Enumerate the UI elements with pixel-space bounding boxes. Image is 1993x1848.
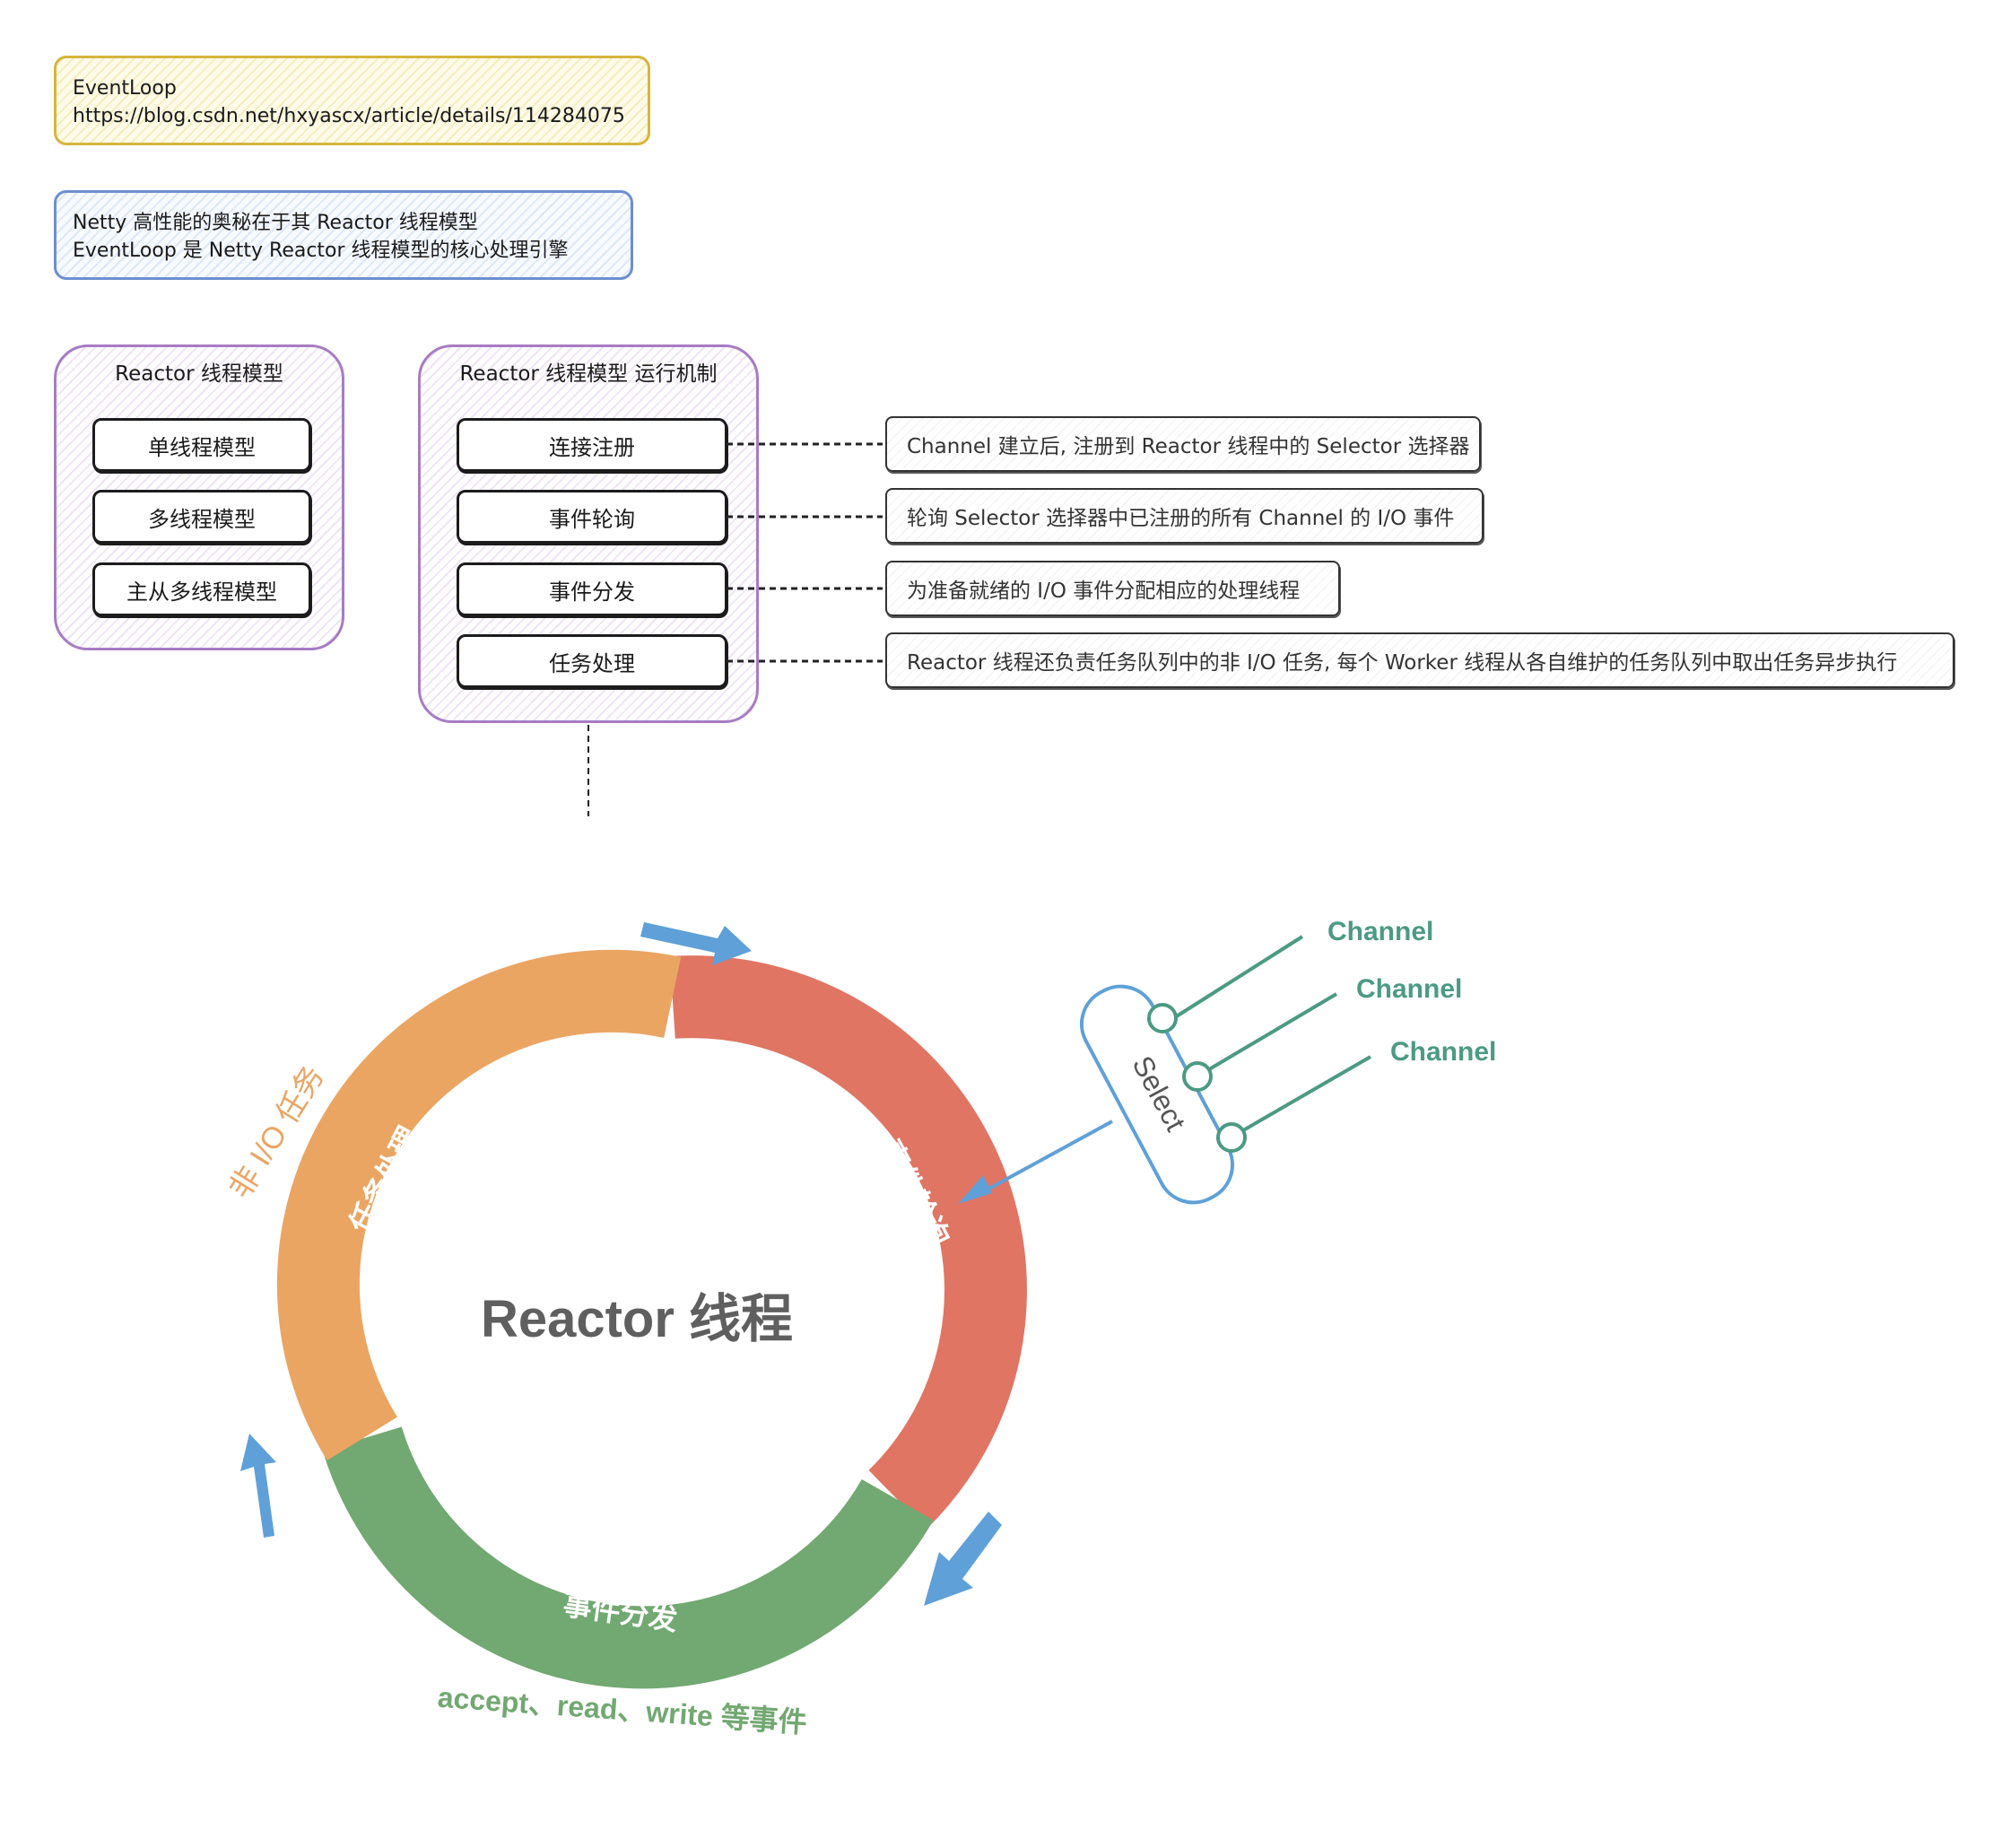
selector-arrow-head-icon bbox=[958, 1175, 992, 1204]
eventloop-note: EventLoop https://blog.csdn.net/hxyascx/… bbox=[54, 56, 650, 145]
reactor-mechanism-title: Reactor 线程模型 运行机制 bbox=[459, 362, 718, 386]
desc-event-dispatch: 为准备就绪的 I/O 事件分配相应的处理线程 bbox=[885, 561, 1340, 616]
model-multi-thread: 多线程模型 bbox=[92, 490, 311, 544]
channel-label-1: Channel bbox=[1327, 917, 1433, 946]
ring-segment-dispatch bbox=[322, 1426, 934, 1689]
events-label: accept、read、write 等事件 bbox=[437, 1681, 808, 1739]
channel-line-3 bbox=[1231, 1055, 1372, 1138]
channel-port-2-icon bbox=[1182, 1061, 1213, 1092]
step-event-dispatch: 事件分发 bbox=[457, 562, 727, 616]
ring-segment-poll bbox=[669, 955, 1027, 1530]
reactor-center-label: Reactor 线程 bbox=[481, 1290, 793, 1348]
channel-label-3: Channel bbox=[1390, 1037, 1496, 1067]
reactor-mechanism-group: Reactor 线程模型 运行机制 连接注册 事件轮询 事件分发 任务处理 bbox=[418, 344, 759, 723]
desc-connect-register: Channel 建立后, 注册到 Reactor 线程中的 Selector 选… bbox=[885, 416, 1481, 472]
channel-line-2 bbox=[1198, 992, 1338, 1077]
channel-port-1-icon bbox=[1147, 1003, 1178, 1033]
summary-note-line1: Netty 高性能的奥秘在于其 Reactor 线程模型 bbox=[73, 212, 478, 234]
arrow-bottom-right-icon bbox=[924, 1512, 1002, 1606]
arrow-left-icon bbox=[240, 1434, 276, 1538]
desc-task-process: Reactor 线程还负责任务队列中的非 I/O 任务, 每个 Worker 线… bbox=[885, 632, 1954, 688]
channel-line-1 bbox=[1173, 935, 1304, 1019]
channel-port-3-icon bbox=[1216, 1122, 1247, 1153]
desc-event-poll: 轮询 Selector 选择器中已注册的所有 Channel 的 I/O 事件 bbox=[885, 488, 1484, 544]
step-connect-register: 连接注册 bbox=[457, 418, 727, 472]
reactor-models-title: Reactor 线程模型 bbox=[115, 362, 283, 386]
step-event-poll: 事件轮询 bbox=[457, 490, 727, 544]
reactor-models-group: Reactor 线程模型 单线程模型 多线程模型 主从多线程模型 bbox=[54, 344, 344, 650]
step-task-process: 任务处理 bbox=[457, 634, 727, 688]
selector-arrow-line bbox=[975, 1120, 1113, 1198]
eventloop-note-url: https://blog.csdn.net/hxyascx/article/de… bbox=[73, 105, 625, 127]
summary-note: Netty 高性能的奥秘在于其 Reactor 线程模型 EventLoop 是… bbox=[54, 190, 633, 280]
channels-group bbox=[1147, 935, 1372, 1153]
model-master-slave: 主从多线程模型 bbox=[92, 562, 311, 616]
channel-label-2: Channel bbox=[1356, 974, 1462, 1004]
eventloop-note-title: EventLoop bbox=[73, 77, 177, 100]
summary-note-line2: EventLoop 是 Netty Reactor 线程模型的核心处理引擎 bbox=[73, 240, 569, 262]
model-single-thread: 单线程模型 bbox=[92, 418, 311, 472]
ring-segment-task bbox=[276, 949, 682, 1460]
arrow-top-icon bbox=[640, 922, 752, 965]
flow-arrows bbox=[240, 922, 1002, 1606]
